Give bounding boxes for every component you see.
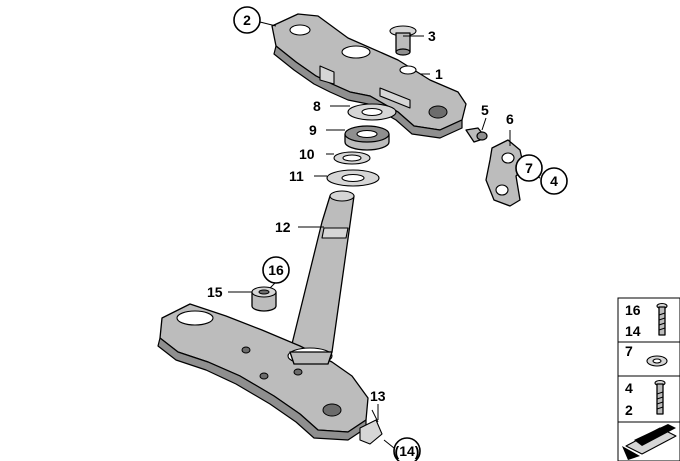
callout-5: 5 [481, 102, 489, 118]
pin-part-5 [465, 127, 488, 143]
fastener-legend: 16 14 7 4 2 [617, 297, 680, 461]
callout-6: 6 [506, 111, 514, 127]
callout-16: 16 [262, 256, 290, 284]
upper-triple-clamp [271, 13, 467, 139]
bracket-part-6 [485, 139, 525, 207]
washer-stack [326, 103, 397, 187]
callout-13: 13 [370, 388, 386, 404]
bolt-icon [656, 302, 668, 336]
bolt-icon [654, 379, 666, 415]
bolt-part-3 [389, 25, 417, 56]
svg-text:4: 4 [550, 173, 558, 189]
callout-4: 4 [540, 167, 568, 195]
svg-text:(14): (14) [395, 443, 420, 459]
callout-2: 2 [233, 6, 261, 34]
callout-8: 8 [313, 98, 321, 114]
callout-14: (14) [393, 437, 421, 461]
callout-3: 3 [428, 28, 436, 44]
callout-11: 11 [289, 168, 304, 184]
lower-triple-clamp [157, 303, 369, 441]
washer-icon [646, 355, 668, 367]
legend-label-4: 4 [625, 380, 633, 396]
callout-12: 12 [275, 219, 291, 235]
legend-label-7: 7 [625, 343, 633, 359]
direction-arrow-icon [622, 424, 677, 460]
clip-part-14 [359, 409, 383, 445]
svg-text:2: 2 [243, 12, 251, 28]
svg-text:16: 16 [268, 262, 284, 278]
svg-text:7: 7 [525, 160, 533, 176]
legend-label-14: 14 [625, 323, 641, 339]
legend-label-16: 16 [625, 302, 641, 318]
callout-10: 10 [299, 146, 315, 162]
steering-stem-part-12 [289, 190, 355, 353]
callout-15: 15 [207, 284, 223, 300]
callout-7: 7 [515, 154, 543, 182]
spacer-part-16 [251, 286, 277, 312]
callout-1: 1 [435, 66, 443, 82]
legend-label-2: 2 [625, 402, 633, 418]
callout-9: 9 [309, 122, 317, 138]
